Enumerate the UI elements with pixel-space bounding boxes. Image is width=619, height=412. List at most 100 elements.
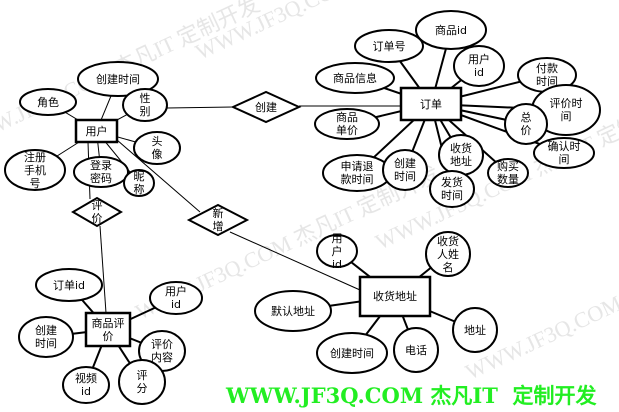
attribute-user-4-label-box: 注册手机号 — [5, 150, 65, 190]
attribute-review-2 — [18, 316, 74, 358]
attribute-ellipse — [425, 231, 471, 277]
attribute-ellipse — [77, 61, 159, 97]
entity-review-label-box: 商品评价 — [86, 313, 130, 346]
attribute-ellipse — [254, 290, 332, 332]
attribute-ellipse — [452, 307, 498, 353]
attribute-address-3 — [452, 307, 498, 353]
attribute-review-0 — [35, 268, 103, 302]
attribute-user-6-label: 昵称 — [133, 170, 145, 196]
attribute-ellipse — [4, 149, 66, 191]
attribute-ellipse — [487, 158, 529, 188]
attribute-review-0-label: 订单id — [52, 278, 86, 292]
attribute-review-1-label: 用户id — [165, 285, 187, 311]
attribute-address-5 — [393, 327, 439, 373]
attribute-order-10-label-box: 创建时间 — [383, 150, 427, 190]
entity-review — [84, 311, 132, 348]
attribute-review-2-label: 创建时间 — [35, 324, 57, 350]
entity-order-label: 订单 — [420, 97, 442, 111]
attribute-review-4 — [62, 366, 110, 404]
attribute-ellipse — [19, 88, 77, 116]
entity-user-label: 用户 — [85, 124, 108, 138]
attribute-review-4-label: 视频id — [75, 372, 97, 398]
attribute-address-0-label: 用户id — [331, 231, 343, 271]
attribute-review-2-label-box: 创建时间 — [19, 317, 73, 357]
relationship-review — [71, 196, 123, 228]
attribute-order-0 — [415, 10, 487, 50]
attribute-user-5-label-box: 登录密码 — [74, 157, 128, 187]
attribute-address-1-label-box: 收货人姓名 — [426, 232, 470, 276]
attribute-ellipse — [35, 268, 103, 302]
attribute-user-3-label-box: 头像 — [134, 132, 180, 164]
attribute-ellipse — [73, 156, 129, 188]
attribute-order-1-label: 订单号 — [372, 39, 406, 53]
attribute-order-9-label: 申请退款时间 — [340, 160, 374, 186]
attribute-user-1 — [77, 61, 159, 97]
attribute-ellipse — [133, 131, 181, 165]
attribute-order-2-label: 用户id — [468, 53, 490, 79]
attribute-user-2 — [122, 88, 168, 122]
entity-box — [74, 118, 119, 144]
attribute-address-2-label-box: 默认地址 — [255, 291, 331, 331]
attribute-user-0-label-box: 角色 — [20, 89, 76, 115]
attribute-order-7-label-box: 确认时间 — [534, 138, 594, 168]
attribute-user-5-label: 登录密码 — [90, 159, 112, 185]
attribute-order-11-label-box: 收货地址 — [439, 135, 483, 175]
attribute-ellipse — [316, 332, 388, 374]
attribute-address-1-label: 收货人姓名 — [437, 234, 459, 274]
relationship-add-label: 新增 — [212, 207, 224, 233]
attribute-order-0-label: 商品id — [434, 23, 468, 37]
attribute-order-6-label-box: 总价 — [505, 104, 547, 144]
attribute-order-4-label-box: 付款时间 — [518, 58, 576, 92]
attribute-order-0-label-box: 商品id — [416, 11, 486, 49]
relationship-link — [166, 106, 234, 109]
entity-order — [399, 86, 463, 122]
attribute-order-1-label-box: 订单号 — [355, 30, 423, 62]
attribute-order-13-label-box: 购买数量 — [488, 159, 528, 187]
attribute-ellipse — [149, 281, 203, 315]
attribute-address-2 — [254, 290, 332, 332]
entity-user-label-box: 用户 — [76, 120, 117, 142]
entity-box — [358, 275, 432, 318]
attribute-address-5-label: 电话 — [405, 343, 427, 357]
attribute-review-3-label: 评价内容 — [151, 338, 173, 364]
attribute-order-12-label: 发货时间 — [441, 176, 463, 202]
attribute-ellipse — [18, 316, 74, 358]
shapes — [4, 10, 601, 405]
attribute-order-12 — [429, 170, 475, 208]
attribute-address-4-label: 创建时间 — [330, 346, 374, 360]
attribute-order-5-label-box: 评价时间 — [532, 85, 600, 135]
attribute-address-0-label-box: 用户id — [317, 232, 357, 271]
attribute-order-7 — [533, 137, 595, 169]
attribute-order-10-label: 创建时间 — [394, 157, 416, 183]
attribute-order-3-label: 商品信息 — [333, 71, 377, 85]
attribute-review-1 — [149, 281, 203, 315]
attribute-user-0-label: 角色 — [37, 95, 59, 109]
entity-address — [358, 275, 432, 318]
attribute-user-2-label: 性别 — [139, 92, 151, 118]
attribute-address-3-label: 地址 — [464, 323, 486, 337]
attribute-order-6-label: 总价 — [520, 111, 532, 137]
relationship-add-label-box: 新增 — [189, 205, 247, 235]
attribute-user-3-label: 头像 — [151, 135, 163, 161]
entity-address-label: 收货地址 — [373, 290, 417, 303]
attribute-ellipse — [122, 88, 168, 122]
attribute-order-12-label-box: 发货时间 — [430, 171, 474, 207]
attribute-ellipse — [354, 29, 424, 63]
relationship-diamond — [230, 90, 302, 124]
attribute-ellipse — [314, 108, 380, 140]
relationship-review-label: 评价 — [91, 199, 103, 225]
entity-review-label: 商品评价 — [91, 316, 125, 343]
entity-address-label-box: 收货地址 — [360, 277, 430, 316]
attribute-user-6-label-box: 昵称 — [124, 170, 154, 196]
attribute-user-3 — [133, 131, 181, 165]
attribute-order-8 — [314, 108, 380, 140]
attribute-user-6 — [123, 169, 155, 197]
attribute-order-1 — [354, 29, 424, 63]
relationship-diamond — [71, 196, 123, 228]
attribute-order-4-label: 付款时间 — [536, 62, 558, 88]
attribute-address-2-label: 默认地址 — [271, 304, 315, 318]
attribute-user-4-label: 注册手机号 — [24, 150, 46, 190]
